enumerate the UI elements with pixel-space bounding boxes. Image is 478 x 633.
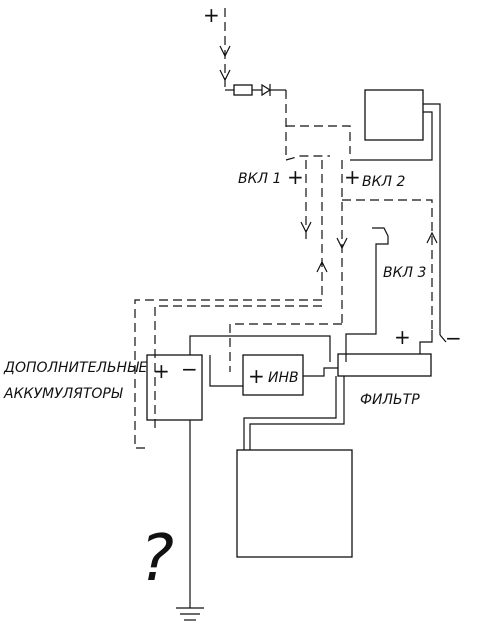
battery-dashed-loop bbox=[134, 299, 342, 449]
down-arrow-icon bbox=[300, 221, 312, 234]
top-device bbox=[350, 89, 441, 335]
filter-label: ФИЛЬТР bbox=[360, 392, 420, 408]
top-device-box bbox=[364, 89, 424, 141]
up-arrow-icon bbox=[316, 260, 328, 273]
battery-label-line2: АККУМУЛЯТОРЫ bbox=[3, 386, 123, 402]
battery-label-line1: ДОПОЛНИТЕЛЬНЫЕ bbox=[3, 360, 148, 376]
switch1-label: ВКЛ 1 bbox=[238, 171, 281, 187]
filter-box bbox=[337, 353, 432, 377]
fuse-icon bbox=[233, 84, 253, 96]
ground-wire bbox=[176, 420, 204, 621]
inverter-plus-sign: + bbox=[248, 364, 265, 388]
inverter-box bbox=[242, 354, 304, 396]
input-feed: + bbox=[203, 3, 287, 160]
down-arrow-icon bbox=[219, 45, 231, 58]
down-arrow-icon bbox=[219, 69, 231, 82]
load-box bbox=[236, 449, 353, 558]
up-arrow-icon bbox=[426, 231, 438, 244]
battery-box bbox=[146, 354, 203, 421]
filter: + − ФИЛЬТР bbox=[243, 325, 462, 450]
switch-block: ВКЛ 1 + + ВКЛ 2 bbox=[238, 125, 438, 330]
additional-batteries: + − ДОПОЛНИТЕЛЬНЫЕ АККУМУЛЯТОРЫ bbox=[3, 335, 331, 421]
filter-minus-sign: − bbox=[445, 326, 462, 350]
switch3: ВКЛ 3 bbox=[345, 227, 426, 362]
switch2-plus-sign: + bbox=[344, 165, 361, 189]
inverter: + ИНВ bbox=[209, 354, 338, 396]
filter-plus-sign: + bbox=[394, 325, 411, 349]
switch2-label: ВКЛ 2 bbox=[362, 174, 406, 190]
diode-icon bbox=[261, 83, 272, 97]
switch3-label: ВКЛ 3 bbox=[383, 265, 426, 281]
battery-plus-sign: + bbox=[153, 359, 170, 383]
battery-minus-sign: − bbox=[181, 357, 198, 381]
switch1-plus-sign: + bbox=[287, 165, 304, 189]
question-mark: ? bbox=[140, 522, 174, 596]
input-plus-sign: + bbox=[203, 3, 220, 27]
down-arrow-icon bbox=[336, 237, 348, 250]
switch3-contact bbox=[345, 227, 389, 362]
inverter-label: ИНВ bbox=[268, 370, 299, 386]
